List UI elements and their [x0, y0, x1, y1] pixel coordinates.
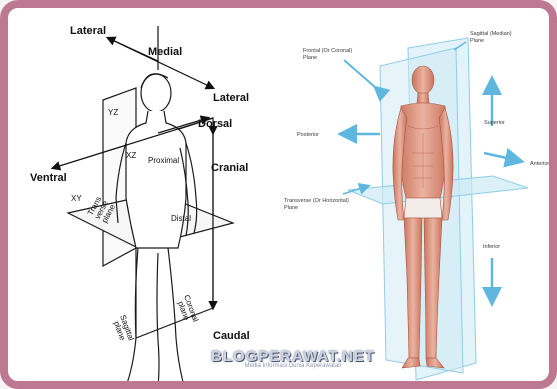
label-lateral-left: Lateral — [70, 25, 106, 37]
label-dorsal: Dorsal — [198, 118, 232, 130]
label-anterior: Anterior — [530, 161, 549, 167]
frontal-plane-arrow — [344, 60, 376, 88]
label-lateral-right: Lateral — [213, 92, 249, 104]
label-proximal: Proximal — [148, 156, 179, 165]
label-transverse-plane-2: Plane — [284, 205, 298, 211]
right-figure-head — [412, 66, 434, 94]
label-yz: YZ — [108, 108, 118, 117]
anterior-arrow — [484, 153, 520, 161]
label-transverse-plane-1: Transverse (Or Horizontal) — [284, 198, 349, 204]
label-cranial: Cranial — [211, 162, 248, 174]
figure-legs — [126, 248, 184, 386]
label-distal: Distal — [171, 214, 191, 223]
label-frontal-plane-2: Plane — [303, 55, 317, 61]
label-xy: XY — [71, 194, 82, 203]
figure-torso — [126, 111, 186, 248]
label-medial: Medial — [148, 46, 182, 58]
label-inferior: Inferior — [483, 244, 500, 250]
label-xz: XZ — [126, 151, 136, 160]
label-caudal: Caudal — [213, 330, 250, 342]
label-ventral: Ventral — [30, 172, 67, 184]
watermark: BLOGPERAWAT.NET Media Informasi Dunia Ke… — [208, 348, 378, 369]
label-sagittal-plane-2: Plane — [470, 38, 484, 44]
label-sagittal-plane-1: Sagittal (Median) — [470, 31, 512, 37]
label-frontal-plane-1: Frontal (Or Coronal) — [303, 48, 352, 54]
anatomy-illustration: Lateral Medial Lateral Dorsal Ventral Cr… — [8, 8, 557, 389]
label-superior: Superior — [484, 120, 505, 126]
label-posterior: Posterior — [297, 132, 319, 138]
